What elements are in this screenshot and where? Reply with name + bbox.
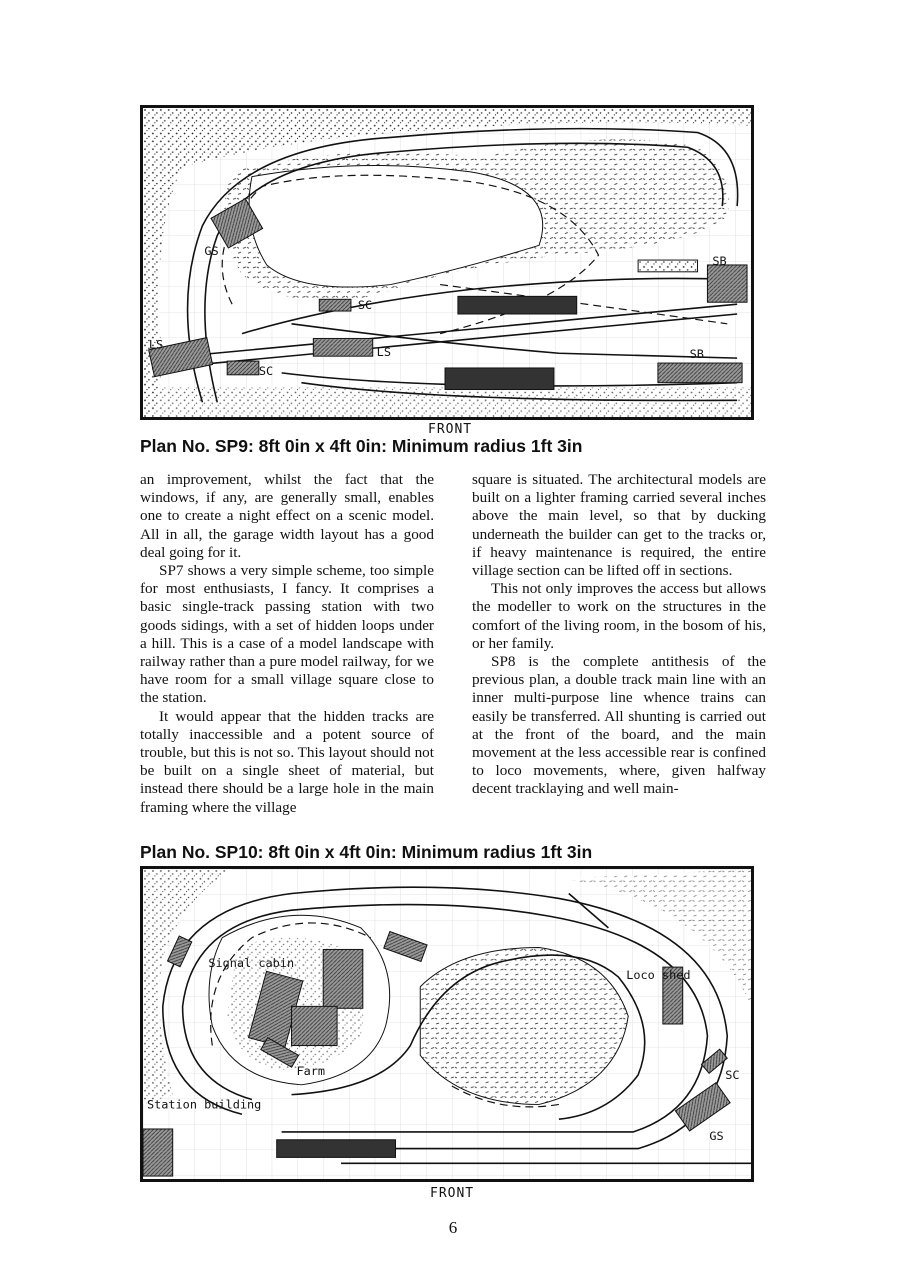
track-plan-sp10: Signal cabin Loco shed Farm Station buil… <box>140 866 754 1182</box>
plan-label-station-building: Station building <box>147 1097 261 1111</box>
plan-label-gs: GS <box>204 244 218 258</box>
track-plan-sp9: GS SC SB LS LS SC SB <box>140 105 754 420</box>
front-label: FRONT <box>430 1186 475 1201</box>
plan-label-sc: SC <box>725 1068 739 1082</box>
paragraph: SP8 is the complete antithesis of the pr… <box>472 653 766 798</box>
plan-label-sc: SC <box>358 298 372 312</box>
text-column-right: square is situated. The architectural mo… <box>472 471 766 799</box>
page-number: 6 <box>448 1218 458 1237</box>
front-label: FRONT <box>428 422 473 437</box>
plan-caption-sp10: Plan No. SP10: 8ft 0in x 4ft 0in: Minimu… <box>140 842 593 862</box>
text-column-left: an improvement, whilst the fact that the… <box>140 471 434 817</box>
plan-label-sb-2: SB <box>690 347 704 361</box>
paragraph: This not only improves the access but al… <box>472 580 766 652</box>
plan-label-ls: LS <box>149 337 163 351</box>
paragraph: SP7 shows a very simple scheme, too simp… <box>140 562 434 707</box>
plan-label-sb: SB <box>712 254 726 268</box>
plan-caption-sp9: Plan No. SP9: 8ft 0in x 4ft 0in: Minimum… <box>140 436 583 456</box>
plan-label-sc-2: SC <box>259 364 273 378</box>
plan-label-farm: Farm <box>296 1064 325 1078</box>
paragraph: an improvement, whilst the fact that the… <box>140 471 434 561</box>
paragraph: square is situated. The architectural mo… <box>472 471 766 580</box>
plan-label-loco-shed: Loco shed <box>626 968 690 982</box>
plan-label-gs: GS <box>709 1129 723 1143</box>
plan-label-ls-2: LS <box>377 345 391 359</box>
plan-label-signal-cabin: Signal cabin <box>208 956 294 970</box>
paragraph: It would appear that the hidden tracks a… <box>140 707 434 816</box>
